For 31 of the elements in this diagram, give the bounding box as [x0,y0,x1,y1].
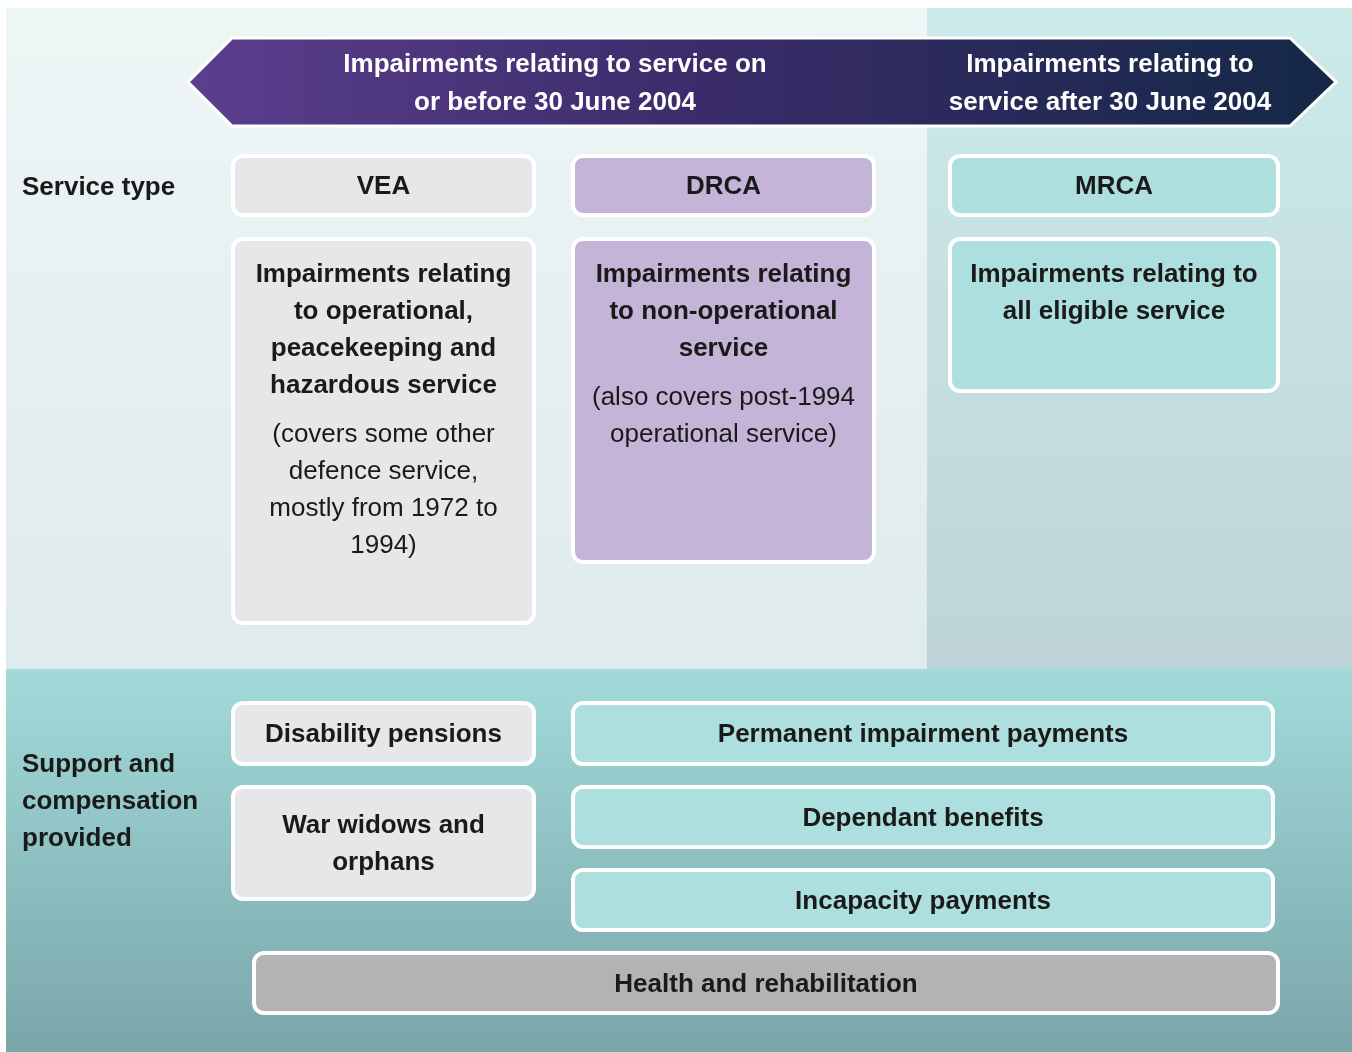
box-title: Incapacity payments [794,883,1052,917]
box-note: (also covers post-1994 operational service) [591,380,856,450]
header-box [231,154,536,217]
box-title: VEA [355,169,412,202]
box-title: Disability pensions [264,717,503,750]
benefit-box [571,701,1275,766]
row-heading: Service type [22,170,177,203]
box-title: MRCA [1074,169,1154,202]
benefit-box [571,868,1275,932]
header-box [948,154,1280,217]
description-box [948,237,1280,393]
benefit-box [231,701,536,766]
benefit-box [571,785,1275,849]
row-heading: Support and compensation provided [22,747,200,854]
header-box [571,154,876,217]
benefit-box [231,785,536,901]
banner-text: Impairments relating to service on or before 30 June 2004 [342,47,768,118]
box-title: Health and rehabilitation [613,966,919,1000]
box-title: War widows and orphans [281,808,486,878]
box-title: Permanent impairment payments [716,717,1130,750]
box-title: Impairments relating to operational, peacekeeping and hazardous service [254,257,513,401]
benefit-box [252,951,1280,1015]
box-title: Dependant benefits [801,800,1045,834]
double-arrow-banner [185,36,1339,128]
box-note: (covers some other defence service, mostly from 1972 to 1994) [268,417,499,561]
banner-text: Impairments relating to service after 30 June 2004 [947,47,1273,118]
description-box [231,237,536,625]
box-title: DRCA [684,169,763,202]
description-box [571,237,876,564]
box-title: Impairments relating to all eligible service [969,257,1259,327]
box-title: Impairments relating to non-operational service [594,257,853,364]
